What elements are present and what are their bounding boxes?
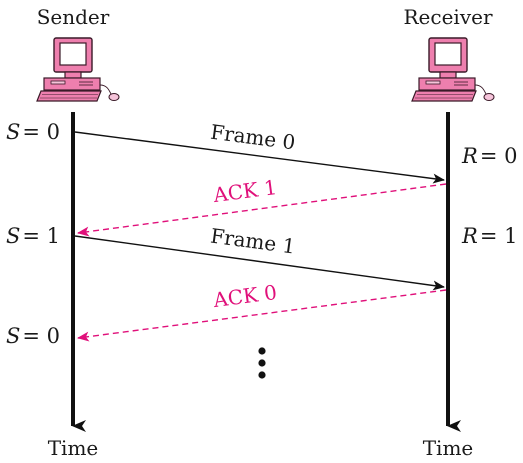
receiver-state-2: R= 1 — [461, 224, 517, 248]
frame-0-arrow — [74, 131, 445, 184]
frame-1-label: Frame 1 — [209, 224, 297, 259]
sender-title: Sender — [37, 5, 110, 29]
vertical-ellipsis-icon — [258, 347, 266, 379]
sender-computer-icon — [36, 37, 120, 102]
receiver-state-1: R= 0 — [461, 144, 517, 168]
sender-state-1: S= 0 — [6, 120, 60, 144]
sender-time-label: Time — [48, 436, 99, 460]
ack-0-arrow — [77, 289, 447, 342]
sender-state-2: S= 1 — [6, 224, 60, 248]
frame-0-label: Frame 0 — [209, 120, 297, 155]
ack-1-arrow — [77, 183, 447, 237]
receiver-computer-icon — [411, 37, 495, 102]
ack-1-label: ACK 1 — [211, 175, 278, 207]
ack-0-label: ACK 0 — [211, 280, 278, 312]
receiver-time-label: Time — [423, 436, 474, 460]
receiver-title: Receiver — [403, 5, 492, 29]
frame-1-arrow — [74, 235, 445, 291]
sender-state-3: S= 0 — [6, 324, 60, 348]
